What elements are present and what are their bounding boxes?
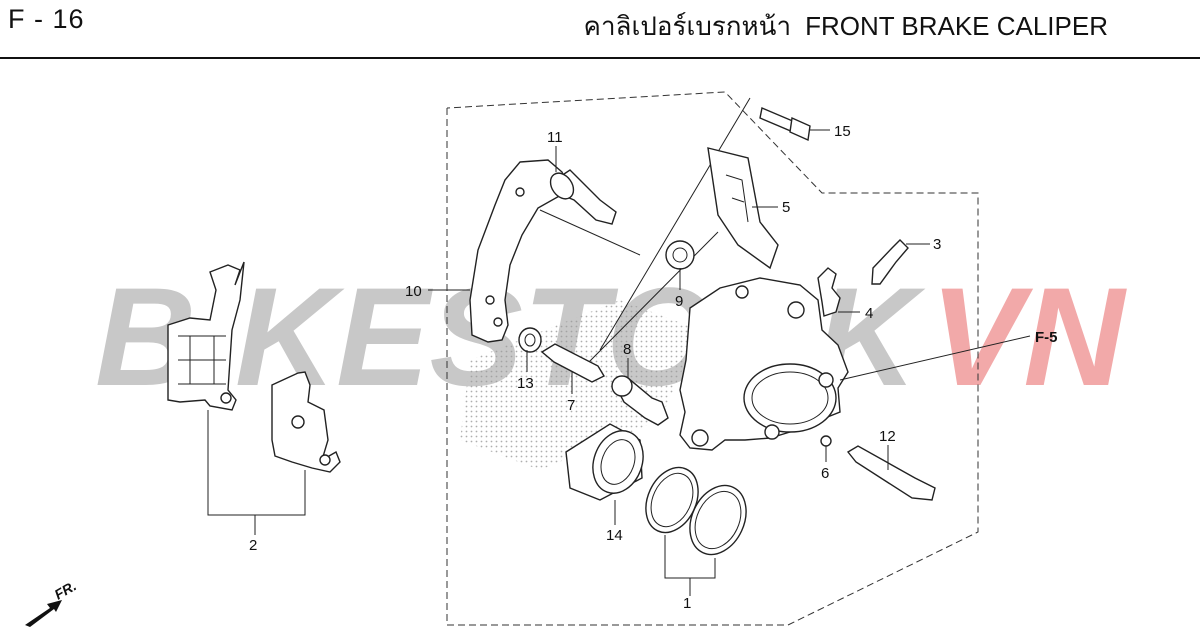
callout-15: 15 <box>834 123 851 140</box>
callout-10: 10 <box>405 283 422 300</box>
front-direction-arrow <box>25 600 62 627</box>
callout-7: 7 <box>567 397 575 414</box>
pad-spring <box>707 147 779 270</box>
callout-1: 1 <box>683 595 691 612</box>
title-thai: คาลิเปอร์เบรกหน้า <box>583 11 792 41</box>
assembly-boundary <box>446 91 979 626</box>
callout-8: 8 <box>623 341 631 358</box>
callout-leader-2 <box>207 410 306 535</box>
piston <box>565 423 644 501</box>
front-direction-label: FR. <box>52 577 80 602</box>
callout-14: 14 <box>606 527 623 544</box>
title-english: FRONT BRAKE CALIPER <box>805 11 1108 41</box>
reference-leader <box>839 335 1031 381</box>
header-divider <box>0 57 1200 59</box>
callout-13: 13 <box>517 375 534 392</box>
pin-boot <box>665 240 695 270</box>
callout-3: 3 <box>933 236 941 253</box>
caliper-pin <box>540 343 605 383</box>
reference-f5: F-5 <box>1035 329 1058 346</box>
page-title: คาลิเปอร์เบรกหน้า FRONT BRAKE CALIPER <box>584 6 1108 47</box>
bleeder-cap <box>817 267 841 317</box>
mounting-bolt <box>759 107 811 142</box>
callout-12: 12 <box>879 428 896 445</box>
bracket-pin <box>549 169 617 225</box>
caliper-body <box>679 277 849 451</box>
alignment-lines <box>539 97 751 369</box>
callout-6: 6 <box>821 465 829 482</box>
small-boot <box>518 327 542 353</box>
callout-4: 4 <box>865 305 873 322</box>
piston-seals <box>645 466 747 556</box>
bleeder-valve <box>871 239 909 285</box>
callout-9: 9 <box>675 293 683 310</box>
hanger-pin <box>846 445 936 501</box>
pin-bolt <box>611 375 669 426</box>
callout-2: 2 <box>249 537 257 554</box>
callout-11: 11 <box>547 129 563 146</box>
brake-pad-left <box>167 261 245 411</box>
page-code: F - 16 <box>8 4 85 34</box>
small-cap <box>820 435 832 447</box>
callout-leader-1 <box>664 535 716 596</box>
callout-5: 5 <box>782 199 790 216</box>
brake-pad-right <box>271 371 341 473</box>
